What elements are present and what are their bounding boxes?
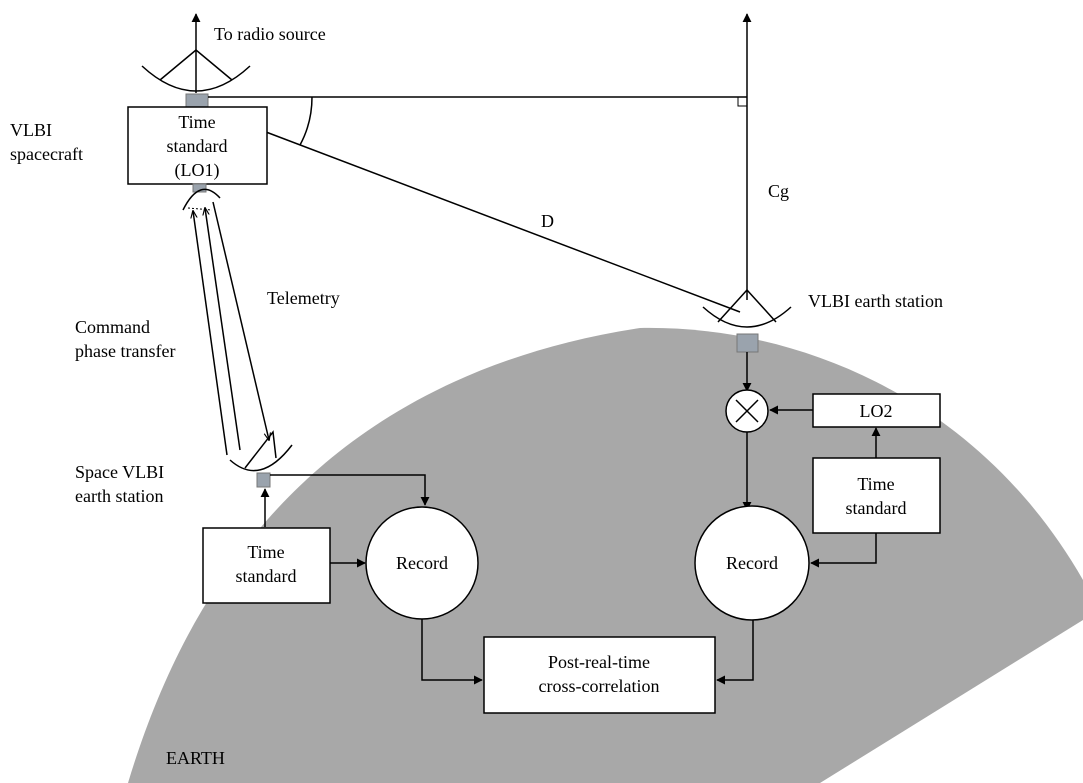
correlation-line1: Post-real-time — [548, 652, 650, 672]
spacecraft-time-line1: Time — [178, 112, 215, 132]
record-left-label: Record — [396, 553, 448, 573]
baseline-d-label: D — [541, 211, 554, 231]
right-time-line2: standard — [846, 498, 907, 518]
space-vlbi-label-2: earth station — [75, 486, 163, 506]
baseline-d — [265, 131, 741, 313]
spacecraft-time-standard-box: Time standard (LO1) — [127, 106, 268, 185]
correlation-line2: cross-correlation — [539, 676, 660, 696]
record-left-to-correlation-arrow — [421, 619, 483, 685]
angle-arc — [299, 96, 313, 146]
space-vlbi-feed — [256, 472, 271, 488]
right-angle-mark — [737, 96, 748, 107]
left-time-line2: standard — [236, 566, 297, 586]
record-right-label: Record — [726, 553, 778, 573]
command-uplink-arrow-2 — [205, 208, 241, 451]
record-left: Record — [365, 506, 479, 620]
spacecraft-time-line3: (LO1) — [175, 160, 220, 181]
vlbi-spacecraft-label-2: spacecraft — [10, 144, 83, 164]
earth-surface — [128, 327, 1083, 783]
record-right: Record — [694, 505, 810, 621]
spacecraft-antenna — [141, 13, 251, 109]
command-label-1: Command — [75, 317, 150, 337]
mixer — [725, 389, 769, 433]
space-feed-to-record-arrow — [270, 474, 430, 506]
left-time-standard-box: Time standard — [202, 527, 331, 604]
cg-label: Cg — [768, 181, 789, 201]
vlbi-spacecraft-label-1: VLBI — [10, 120, 52, 140]
time-to-record-right-arrow — [810, 533, 877, 568]
to-radio-source-label: To radio source — [214, 24, 326, 44]
telemetry-downlink-arrow — [212, 201, 269, 440]
correlation-box: Post-real-time cross-correlation — [483, 636, 716, 714]
lo2-box: LO2 — [812, 393, 941, 428]
earth-label: EARTH — [166, 748, 225, 768]
right-time-line1: Time — [857, 474, 894, 494]
command-uplink-arrow-1 — [193, 211, 228, 456]
vlbi-earth-station-label: VLBI earth station — [808, 291, 943, 311]
spacecraft-feed — [185, 93, 209, 109]
vlbi-earth-station-feed — [736, 333, 759, 353]
spacecraft-time-line2: standard — [167, 136, 228, 156]
lo2-label: LO2 — [860, 401, 893, 421]
left-time-line1: Time — [247, 542, 284, 562]
telemetry-label: Telemetry — [267, 288, 340, 308]
space-vlbi-label-1: Space VLBI — [75, 462, 164, 482]
command-label-2: phase transfer — [75, 341, 175, 361]
space-vlbi-antenna — [229, 430, 293, 488]
right-time-standard-box: Time standard — [812, 457, 941, 534]
record-right-to-correlation-arrow — [716, 620, 754, 685]
